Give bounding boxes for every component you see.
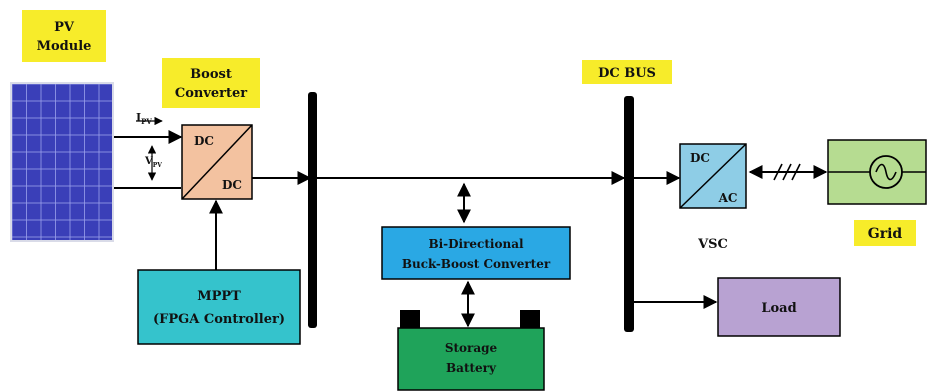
vsc-block: DC AC (679, 143, 747, 209)
dc-bus-label: DC BUS (598, 66, 656, 81)
boost-label-line1: Boost (190, 67, 232, 82)
vsc-dc-label: DC (690, 151, 710, 165)
battery-line1: Storage (445, 341, 498, 355)
sine-wave-icon (875, 163, 897, 181)
load-block: Load (717, 277, 841, 337)
grid-label-box (854, 220, 916, 246)
dc-bus-label-box (582, 60, 672, 84)
boost-dc-bottom: DC (222, 178, 242, 192)
bidir-line2: Buck-Boost Converter (402, 257, 551, 271)
pv-module-label-line2: Module (37, 39, 92, 54)
mppt-line1: MPPT (197, 289, 241, 304)
load-label: Load (761, 301, 796, 316)
ipv-label: IPV (136, 111, 152, 126)
vsc-ac-label: AC (718, 191, 738, 205)
pv-panel (10, 82, 114, 242)
pv-module-label-line1: PV (54, 20, 75, 35)
mppt-line2: (FPGA Controller) (153, 312, 285, 327)
bidir-line1: Bi-Directional (428, 237, 524, 251)
grid-block (827, 139, 927, 205)
vsc-label: VSC (697, 237, 728, 252)
three-phase-marks (773, 163, 801, 181)
vpv-label: VPV (144, 156, 162, 169)
ac-source-icon (869, 155, 903, 189)
bidirectional-converter-block: Bi-Directional Buck-Boost Converter (381, 226, 571, 280)
storage-battery-block: Storage Battery (397, 310, 545, 391)
bus-bar-left (308, 92, 317, 328)
mppt-block: MPPT (FPGA Controller) (137, 269, 301, 345)
battery-line2: Battery (446, 361, 497, 375)
grid-label: Grid (868, 226, 903, 242)
boost-label-box (162, 58, 260, 108)
boost-label-line2: Converter (175, 86, 247, 101)
boost-dc-top: DC (194, 134, 214, 148)
dc-bus-bar (624, 96, 634, 332)
pv-module-label-box (22, 10, 106, 62)
boost-converter-block: DC DC (181, 124, 253, 200)
